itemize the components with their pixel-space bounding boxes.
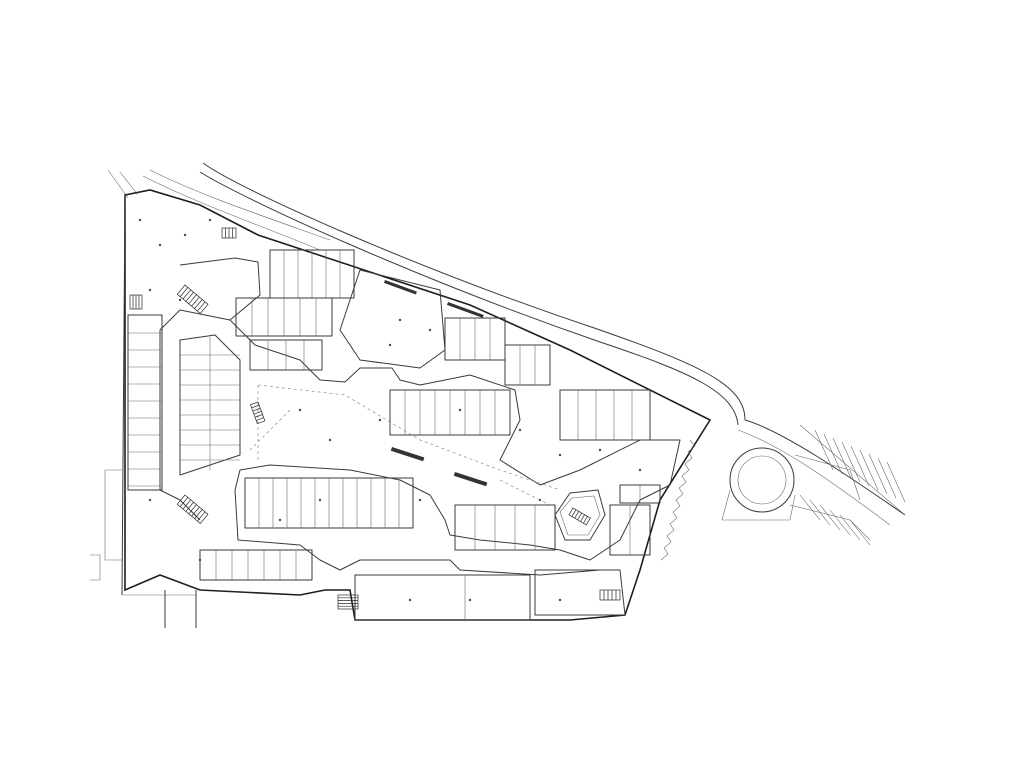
parking-stall-line	[859, 449, 879, 491]
parking-stall-line	[868, 453, 888, 495]
column-marker	[198, 558, 202, 562]
shop-strip-center-left	[179, 334, 241, 476]
stair-southeast	[599, 589, 621, 601]
column-marker	[208, 218, 212, 222]
facade-sawtooth-line	[660, 439, 696, 561]
parking-stall-line	[799, 494, 821, 521]
column-marker	[598, 448, 602, 452]
parking-stall-line	[849, 519, 871, 546]
column-marker	[468, 598, 472, 602]
parking-stall-line	[832, 437, 852, 479]
column-marker	[458, 408, 462, 412]
column-marker	[138, 218, 142, 222]
shop-row-north	[444, 317, 506, 361]
column-marker	[518, 428, 522, 432]
stair-northwest	[176, 284, 209, 314]
shop-row-southcentral	[454, 504, 556, 551]
shop-row-east-2	[619, 484, 661, 504]
column-marker	[148, 288, 152, 292]
parking-stripes	[799, 429, 906, 546]
column-marker	[428, 328, 432, 332]
parking-stall-line	[841, 441, 861, 483]
column-marker	[418, 498, 422, 502]
parking-stall-line	[886, 461, 906, 503]
building-outline	[90, 189, 712, 628]
stairs-and-escalators	[129, 227, 621, 610]
column-marker	[278, 518, 282, 522]
anchor-store-north	[339, 269, 446, 369]
parking-stall-line	[814, 429, 834, 471]
column-marker	[558, 453, 562, 457]
shop-row-central	[389, 389, 511, 436]
shop-row-bottom	[199, 549, 313, 581]
shop-units	[127, 249, 661, 621]
column-marker	[558, 598, 562, 602]
column-marker	[178, 298, 182, 302]
column-marker	[408, 598, 412, 602]
parking-stall-line	[839, 514, 861, 541]
stair-left-edge	[129, 294, 143, 310]
shop-row-upper-2	[249, 339, 323, 371]
column-marker	[298, 408, 302, 412]
parking-stall-line	[809, 499, 831, 526]
escalator-central-2	[453, 471, 488, 487]
shop-row-upper	[235, 297, 333, 337]
column-marker	[318, 498, 322, 502]
column-marker	[158, 243, 162, 247]
stair-south-entrance	[337, 594, 359, 610]
column-marker	[148, 498, 152, 502]
anchor-store-south	[354, 569, 626, 621]
shop-row-east-3	[609, 504, 651, 556]
shop-strip-left	[127, 314, 163, 491]
road-edge-lines	[107, 162, 906, 526]
central-atrium	[554, 489, 606, 541]
shop-row-east	[559, 389, 651, 441]
skylight-strip-2	[383, 279, 417, 295]
column-marker	[378, 418, 382, 422]
stair-southwest	[176, 494, 209, 524]
shop-row-north-2	[504, 344, 551, 386]
column-marker	[183, 233, 187, 237]
skylight-strip-1	[446, 301, 484, 318]
stair-north-entrance	[221, 227, 237, 239]
facade-sawtooth	[660, 439, 696, 561]
parking-stall-line	[850, 445, 870, 487]
stair-atrium-west	[250, 401, 266, 424]
parking-stall-line	[823, 433, 843, 475]
stair-central-atrium	[568, 507, 591, 526]
shop-row-middle	[244, 477, 414, 529]
parking-stall-line	[877, 457, 897, 499]
shop-row-top	[269, 249, 355, 299]
parking-stall-line	[829, 509, 851, 536]
column-marker	[398, 318, 402, 322]
atrium-dashed-lines	[249, 384, 561, 511]
escalator-central-1	[390, 446, 425, 462]
column-marker	[638, 468, 642, 472]
column-marker	[388, 343, 392, 347]
parking-stall-line	[819, 504, 841, 531]
roundabout-ramp	[721, 447, 871, 541]
column-marker	[328, 438, 332, 442]
column-grid	[138, 218, 642, 602]
